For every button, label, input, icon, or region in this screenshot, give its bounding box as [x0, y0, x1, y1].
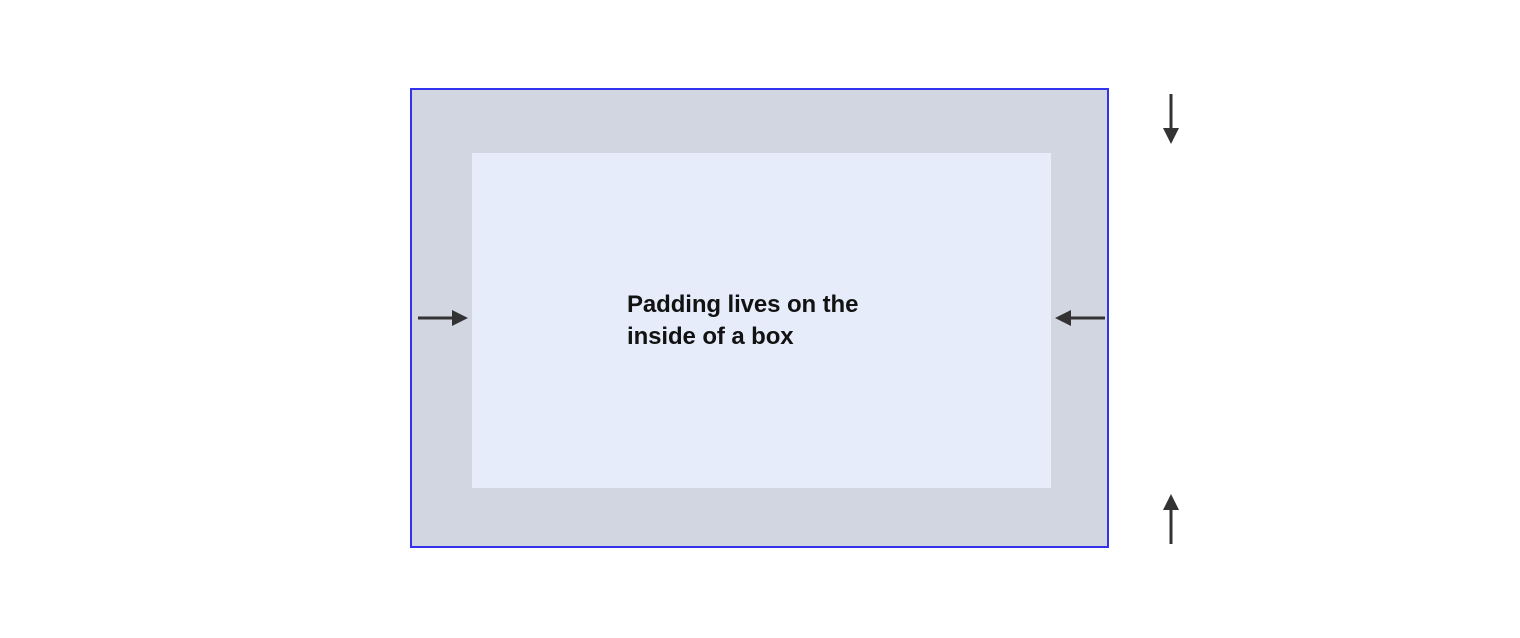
- content-box-label: Padding lives on the inside of a box: [627, 290, 859, 350]
- padding-arrow-bottom-icon: [1163, 494, 1179, 544]
- content-box: Padding lives on the inside of a box: [472, 153, 1051, 488]
- element-box-with-border: Padding lives on the inside of a box: [410, 88, 1179, 548]
- padding-box-model-diagram: Padding lives on the inside of a box: [410, 88, 1179, 548]
- padding-arrow-right-icon: [1055, 310, 1105, 326]
- padding-arrow-top-icon: [1163, 94, 1179, 144]
- padding-arrow-left-icon: [418, 310, 468, 326]
